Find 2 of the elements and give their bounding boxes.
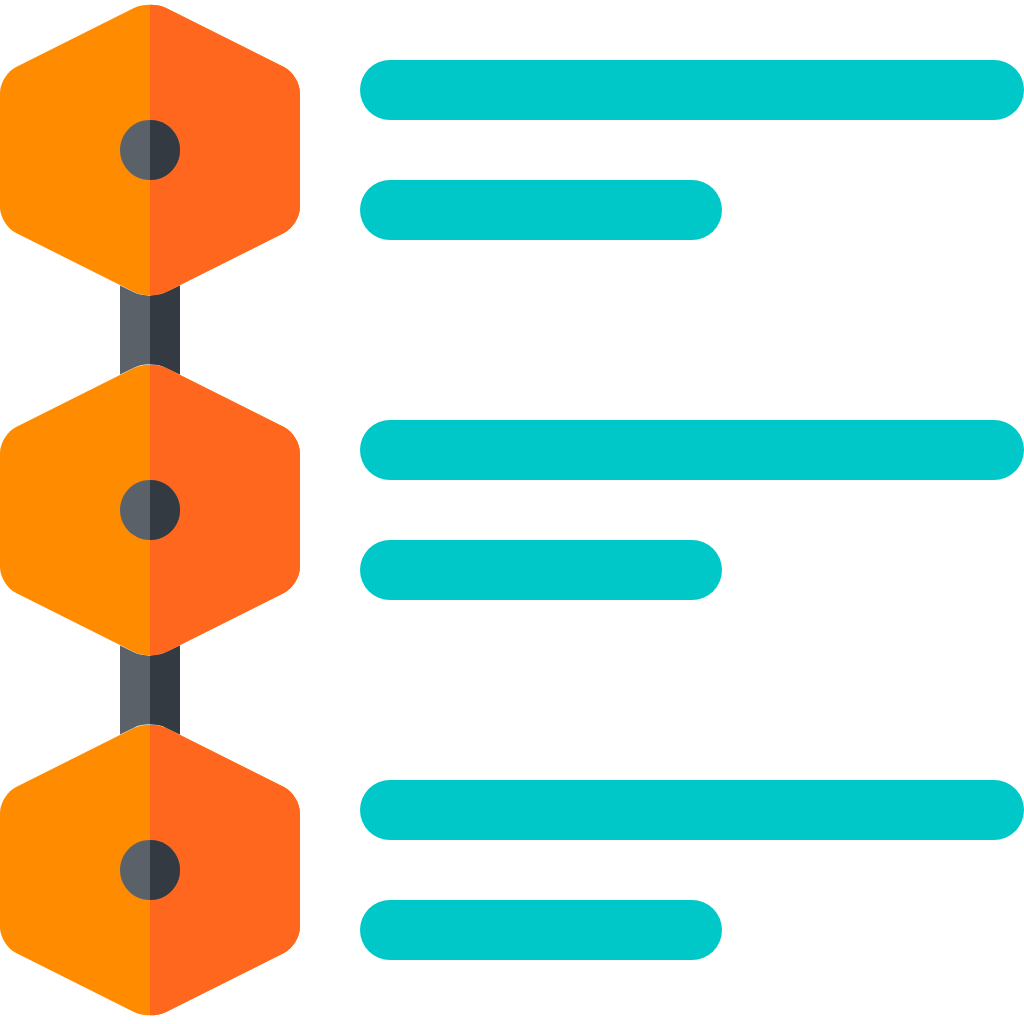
connector-bar [120,645,180,735]
connector-bar [120,285,180,375]
